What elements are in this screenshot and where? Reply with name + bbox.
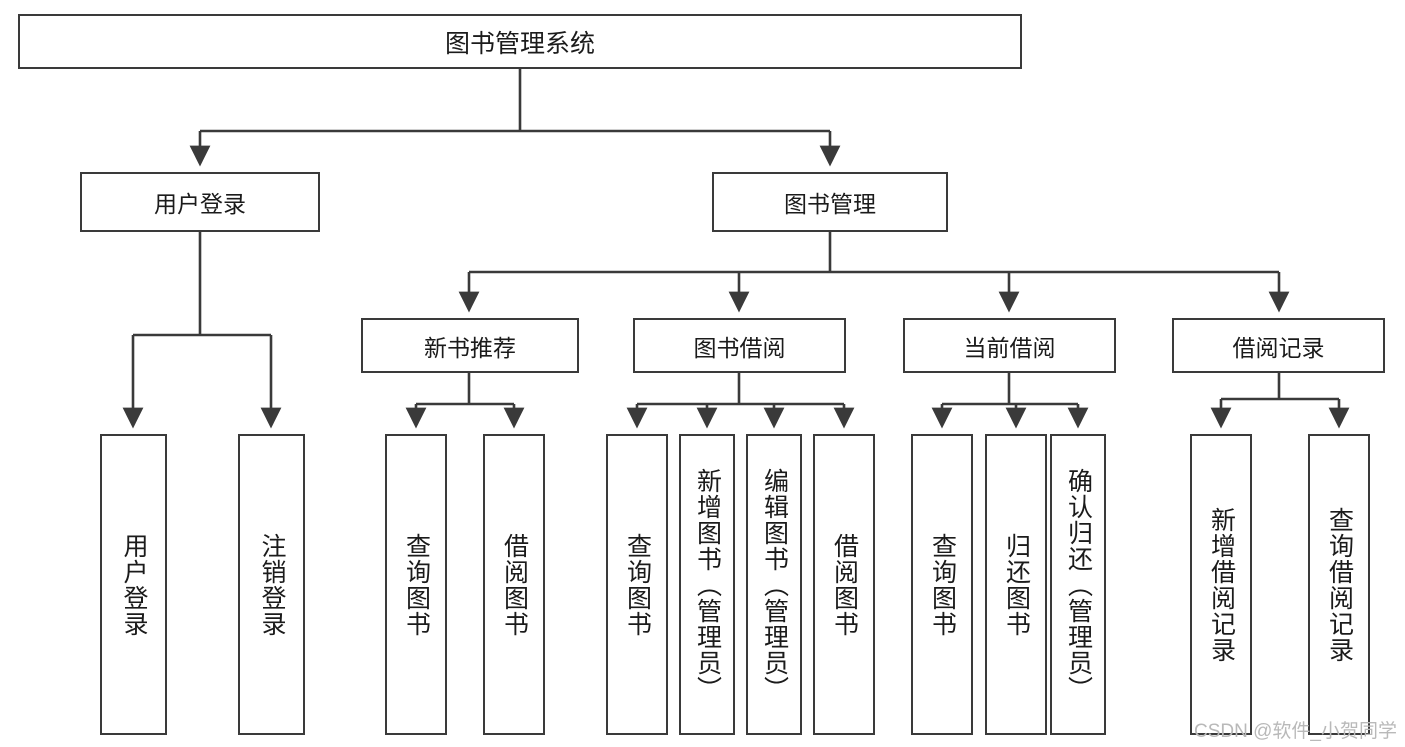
node-leaf-label: 归还图书 — [1002, 532, 1031, 637]
node-leaf-label: 查询图书 — [402, 532, 431, 637]
node-level2-label: 借阅记录 — [1232, 334, 1325, 361]
node-leaf-label: 新增借阅记录 — [1207, 506, 1236, 663]
node-leaf[interactable]: 确认归还（管理员） — [1050, 434, 1106, 735]
node-leaf[interactable]: 归还图书 — [985, 434, 1047, 735]
node-leaf-label: 用户登录 — [120, 532, 148, 637]
node-root[interactable]: 图书管理系统 — [18, 14, 1022, 69]
node-level2[interactable]: 新书推荐 — [361, 318, 579, 373]
node-leaf-label: 编辑图书（管理员） — [760, 467, 789, 702]
node-leaf-label: 查询图书 — [623, 532, 652, 637]
node-leaf-inner: 归还图书 — [987, 436, 1045, 733]
node-leaf[interactable]: 注销登录 — [238, 434, 305, 735]
node-leaf-inner: 新增借阅记录 — [1192, 436, 1250, 733]
node-level2[interactable]: 图书借阅 — [633, 318, 846, 373]
node-level2-label: 用户登录 — [154, 191, 246, 217]
node-leaf[interactable]: 编辑图书（管理员） — [746, 434, 802, 735]
node-leaf-inner: 查询图书 — [608, 436, 666, 733]
node-leaf-label: 借阅图书 — [830, 532, 859, 637]
node-root-label: 图书管理系统 — [444, 29, 595, 58]
node-leaf-inner: 用户登录 — [102, 436, 165, 733]
node-leaf-inner: 借阅图书 — [485, 436, 543, 733]
node-leaf-label: 注销登录 — [258, 532, 286, 637]
node-leaf-label: 查询借阅记录 — [1325, 506, 1354, 663]
node-leaf-inner: 确认归还（管理员） — [1052, 436, 1104, 733]
node-level2-label: 图书管理 — [784, 191, 876, 217]
node-level2[interactable]: 当前借阅 — [903, 318, 1116, 373]
node-level2[interactable]: 用户登录 — [80, 172, 320, 232]
node-leaf[interactable]: 新增借阅记录 — [1190, 434, 1252, 735]
node-leaf[interactable]: 借阅图书 — [483, 434, 545, 735]
node-level2[interactable]: 借阅记录 — [1172, 318, 1385, 373]
node-level2-label: 图书借阅 — [693, 334, 786, 361]
node-leaf-label: 新增图书（管理员） — [693, 467, 722, 702]
node-leaf-inner: 编辑图书（管理员） — [748, 436, 800, 733]
node-leaf-inner: 借阅图书 — [815, 436, 873, 733]
node-leaf[interactable]: 借阅图书 — [813, 434, 875, 735]
node-leaf[interactable]: 查询图书 — [911, 434, 973, 735]
node-leaf[interactable]: 用户登录 — [100, 434, 167, 735]
node-leaf[interactable]: 查询图书 — [385, 434, 447, 735]
node-level2[interactable]: 图书管理 — [712, 172, 948, 232]
node-leaf-label: 确认归还（管理员） — [1064, 467, 1093, 702]
node-leaf[interactable]: 查询借阅记录 — [1308, 434, 1370, 735]
node-leaf-inner: 注销登录 — [240, 436, 303, 733]
node-leaf-inner: 查询图书 — [913, 436, 971, 733]
watermark: CSDN @软件_小贺同学 — [1194, 721, 1397, 742]
node-leaf-label: 借阅图书 — [500, 532, 529, 637]
node-level2-label: 新书推荐 — [424, 334, 516, 361]
node-leaf-inner: 新增图书（管理员） — [681, 436, 733, 733]
node-leaf-label: 查询图书 — [928, 532, 957, 637]
node-leaf[interactable]: 新增图书（管理员） — [679, 434, 735, 735]
node-leaf[interactable]: 查询图书 — [606, 434, 668, 735]
node-leaf-inner: 查询借阅记录 — [1310, 436, 1368, 733]
node-leaf-inner: 查询图书 — [387, 436, 445, 733]
node-level2-label: 当前借阅 — [963, 334, 1056, 361]
